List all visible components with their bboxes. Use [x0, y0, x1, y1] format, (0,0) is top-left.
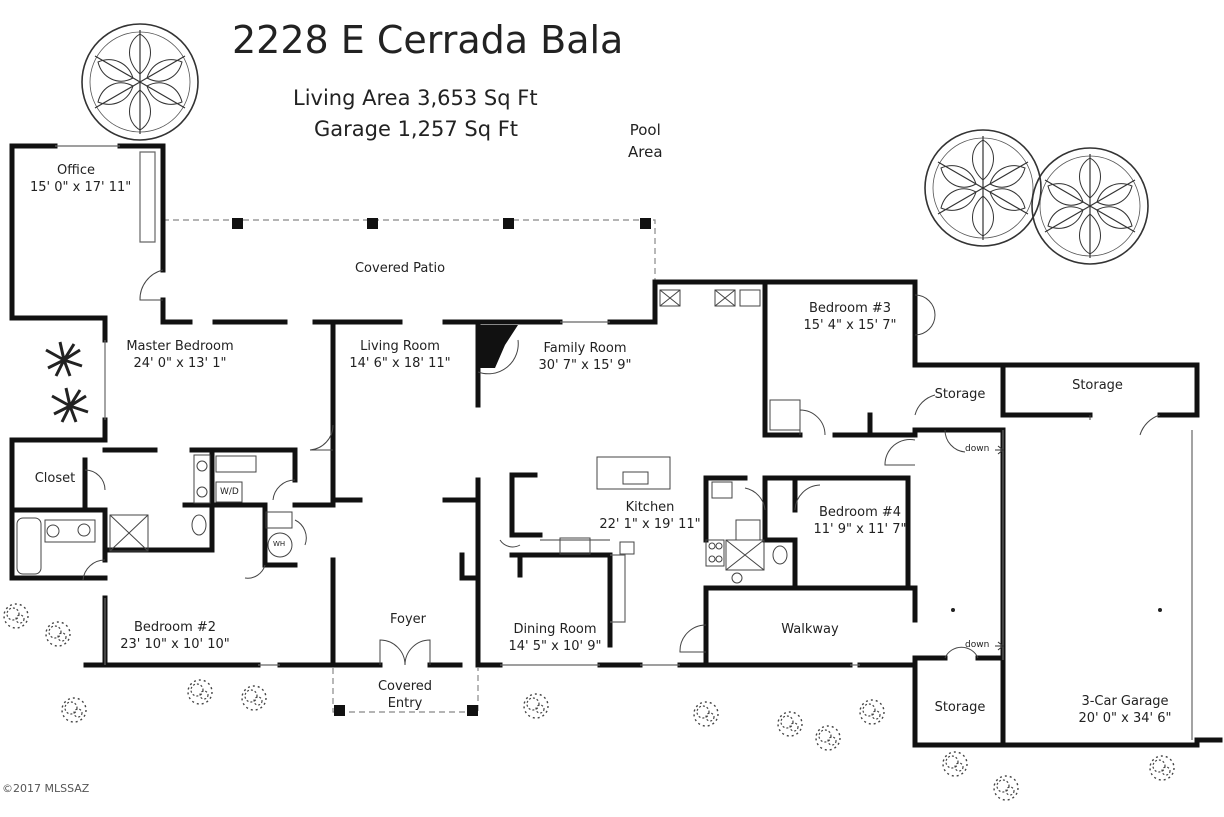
walls	[9, 143, 1223, 748]
windows	[55, 145, 1193, 740]
room-closet: Closet	[34, 471, 76, 486]
stair-arrow-icon	[995, 641, 1004, 651]
room-kitchen: Kitchen 22' 1" x 19' 11"	[599, 500, 701, 532]
room-bedroom-2: Bedroom #2 23' 10" x 10' 10"	[120, 620, 230, 652]
room-dining-room: Dining Room 14' 5" x 10' 9"	[508, 622, 602, 654]
room-storage-b: Storage	[1072, 378, 1123, 393]
room-office: Office 15' 0" x 17' 11"	[30, 163, 132, 195]
room-storage-c: Storage	[934, 700, 986, 715]
room-bedroom-3: Bedroom #3 15' 4" x 15' 7"	[803, 301, 897, 333]
palm-icon	[50, 386, 90, 424]
room-bedroom-4: Bedroom #4 11' 9" x 11' 7"	[813, 505, 907, 537]
room-master-bedroom: Master Bedroom 24' 0" x 13' 1"	[126, 339, 234, 371]
bath-fixtures	[16, 289, 801, 584]
patio-posts	[232, 218, 651, 716]
room-storage-a: Storage	[934, 387, 986, 402]
water-heater-label: WH	[273, 540, 286, 548]
room-foyer: Foyer	[389, 612, 426, 627]
property-title: 2228 E Cerrada Bala	[232, 18, 624, 62]
room-walkway: Walkway	[781, 622, 839, 637]
door-swings	[82, 269, 1161, 666]
living-area-label: Living Area 3,653 Sq Ft	[293, 86, 538, 110]
palm-icon	[44, 340, 84, 378]
room-living-room: Living Room 14' 6" x 18' 11"	[349, 339, 451, 371]
tree-icon	[81, 23, 199, 141]
room-family-room: Family Room 30' 7" x 15' 9"	[538, 341, 632, 373]
room-covered-entry: Covered Entry	[377, 679, 433, 711]
kitchen-island	[559, 456, 671, 555]
tree-icon	[1031, 147, 1149, 265]
washer-dryer-label: W/D	[220, 487, 239, 497]
room-covered-patio: Covered Patio	[354, 261, 446, 276]
room-garage: 3-Car Garage 20' 0" x 34' 6"	[1078, 694, 1172, 726]
pool-area-label: Pool Area	[628, 121, 663, 161]
covered-patio-outline	[163, 219, 656, 713]
garage-area-label: Garage 1,257 Sq Ft	[314, 117, 519, 141]
fireplace-icon	[478, 325, 518, 368]
stairs-down-lower: down	[965, 640, 990, 650]
tree-icon	[924, 129, 1042, 247]
stairs-down-upper: down	[965, 444, 990, 454]
stair-arrow-icon	[995, 445, 1004, 455]
copyright: ©2017 MLSSAZ	[2, 782, 90, 795]
